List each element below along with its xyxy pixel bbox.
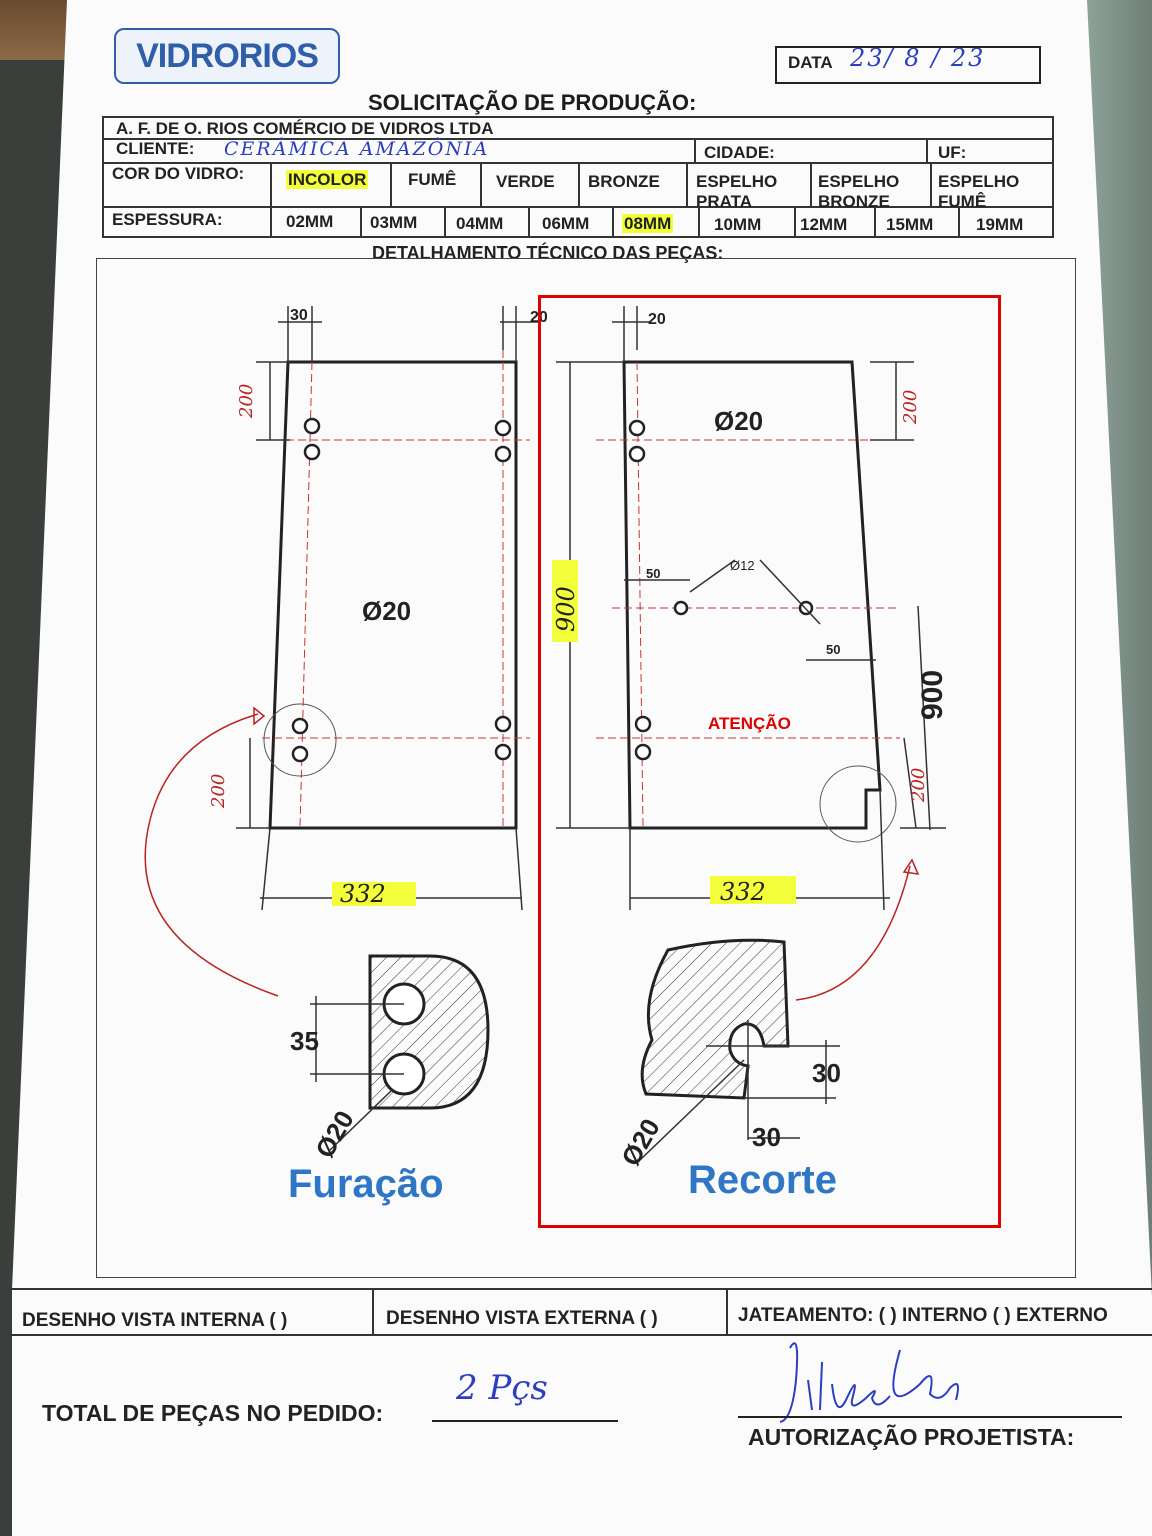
thickness-option-06mm[interactable]: 06MM: [542, 214, 590, 233]
hole: [634, 715, 652, 733]
company-name: A. F. DE O. RIOS COMÉRCIO DE VIDROS LTDA: [116, 119, 494, 138]
hole: [673, 600, 689, 616]
hole: [494, 445, 512, 463]
dim-right-height: 900: [916, 670, 949, 720]
attention-box: [538, 295, 1001, 1228]
order-info-table: A. F. DE O. RIOS COMÉRCIO DE VIDROS LTDA…: [102, 116, 1054, 238]
cutout-dim-v: 30: [812, 1058, 841, 1088]
attention-label: ATENÇÃO: [708, 714, 791, 733]
thickness-option-19mm[interactable]: 19MM: [976, 215, 1024, 234]
dim-small-diameter: Ø12: [730, 558, 755, 573]
color-option-verde[interactable]: VERDE: [496, 172, 555, 191]
caption-cutout: Recorte: [688, 1158, 837, 1202]
city-label: CIDADE:: [704, 143, 775, 162]
total-pieces-value[interactable]: 2 Pçs: [456, 1368, 548, 1408]
dim-left-top-hole: 200: [236, 384, 257, 419]
left-width: 332: [340, 880, 386, 908]
left-diameter: Ø20: [362, 596, 411, 626]
cutout-dim-h: 30: [752, 1122, 781, 1152]
dim-left-top: 30: [290, 307, 308, 324]
color-option-espelho-bronze[interactable]: ESPELHO BRONZE: [818, 172, 900, 211]
thickness-option-04mm[interactable]: 04MM: [456, 214, 504, 233]
right-width: 332: [720, 878, 766, 906]
hole: [628, 419, 646, 437]
color-option-bronze[interactable]: BRONZE: [588, 172, 660, 191]
color-option-incolor[interactable]: INCOLOR: [286, 170, 369, 189]
authorization-label: AUTORIZAÇÃO PROJETISTA:: [748, 1424, 1075, 1450]
hole: [494, 715, 512, 733]
uf-label: UF:: [938, 143, 967, 162]
cutout-detail-shape: [640, 938, 790, 1100]
dim-left-bottom-hole: 200: [208, 774, 229, 809]
dim-right-top-hole: 200: [900, 390, 921, 425]
dim-right-bottom: 200: [908, 768, 929, 803]
total-pieces-line: [432, 1420, 618, 1422]
client-label: CLIENTE:: [116, 139, 195, 158]
thickness-option-15mm[interactable]: 15MM: [886, 215, 934, 234]
dim-side-hole-2: 50: [826, 642, 840, 657]
thickness-option-02mm[interactable]: 02MM: [286, 212, 334, 231]
thickness-option-08mm[interactable]: 08MM: [622, 214, 674, 233]
sandblasting-option[interactable]: JATEAMENTO: ( ) INTERNO ( ) EXTERNO: [738, 1305, 1108, 1326]
total-pieces-label: TOTAL DE PEÇAS NO PEDIDO:: [42, 1400, 384, 1426]
external-view-option[interactable]: DESENHO VISTA EXTERNA ( ): [386, 1308, 658, 1329]
drawing-area: [96, 258, 1076, 1278]
date-label: DATA: [788, 53, 833, 72]
hole: [303, 417, 321, 435]
form-title: SOLICITAÇÃO DE PRODUÇÃO:: [368, 90, 697, 115]
hole: [628, 445, 646, 463]
brand-logo: VIDRORIOS: [114, 28, 340, 84]
color-option-espelho-fume[interactable]: ESPELHO FUMÊ: [938, 172, 1020, 211]
hole: [303, 443, 321, 461]
glass-color-label: COR DO VIDRO:: [112, 164, 245, 183]
thickness-option-03mm[interactable]: 03MM: [370, 213, 418, 232]
hole: [291, 717, 309, 735]
hole: [291, 745, 309, 763]
right-diameter: Ø20: [714, 406, 763, 436]
thickness-option-12mm[interactable]: 12MM: [800, 215, 848, 234]
caption-drilling: Furação: [288, 1162, 444, 1206]
hole: [494, 743, 512, 761]
client-value[interactable]: CERÂMICA AMAZÔNIA: [224, 138, 490, 160]
authorization-line: [738, 1416, 1122, 1418]
internal-view-option[interactable]: DESENHO VISTA INTERNA ( ): [22, 1310, 288, 1331]
drilling-spacing: 35: [290, 1026, 319, 1056]
thickness-option-10mm[interactable]: 10MM: [714, 215, 762, 234]
dim-right-top: 20: [648, 311, 666, 328]
date-value[interactable]: 23/ 8 / 23: [850, 44, 986, 72]
footer-options-row: DESENHO VISTA INTERNA ( ) DESENHO VISTA …: [10, 1288, 1152, 1336]
date-box: [775, 46, 1041, 84]
hole: [634, 743, 652, 761]
thickness-label: ESPESSURA:: [112, 210, 223, 229]
color-option-fume[interactable]: FUMÊ: [408, 170, 457, 189]
dim-side-hole: 50: [646, 566, 660, 581]
right-height: 900: [552, 586, 580, 632]
paper-sheet: [12, 0, 1152, 1536]
hole: [494, 419, 512, 437]
color-option-espelho-prata[interactable]: ESPELHO PRATA: [696, 172, 778, 211]
